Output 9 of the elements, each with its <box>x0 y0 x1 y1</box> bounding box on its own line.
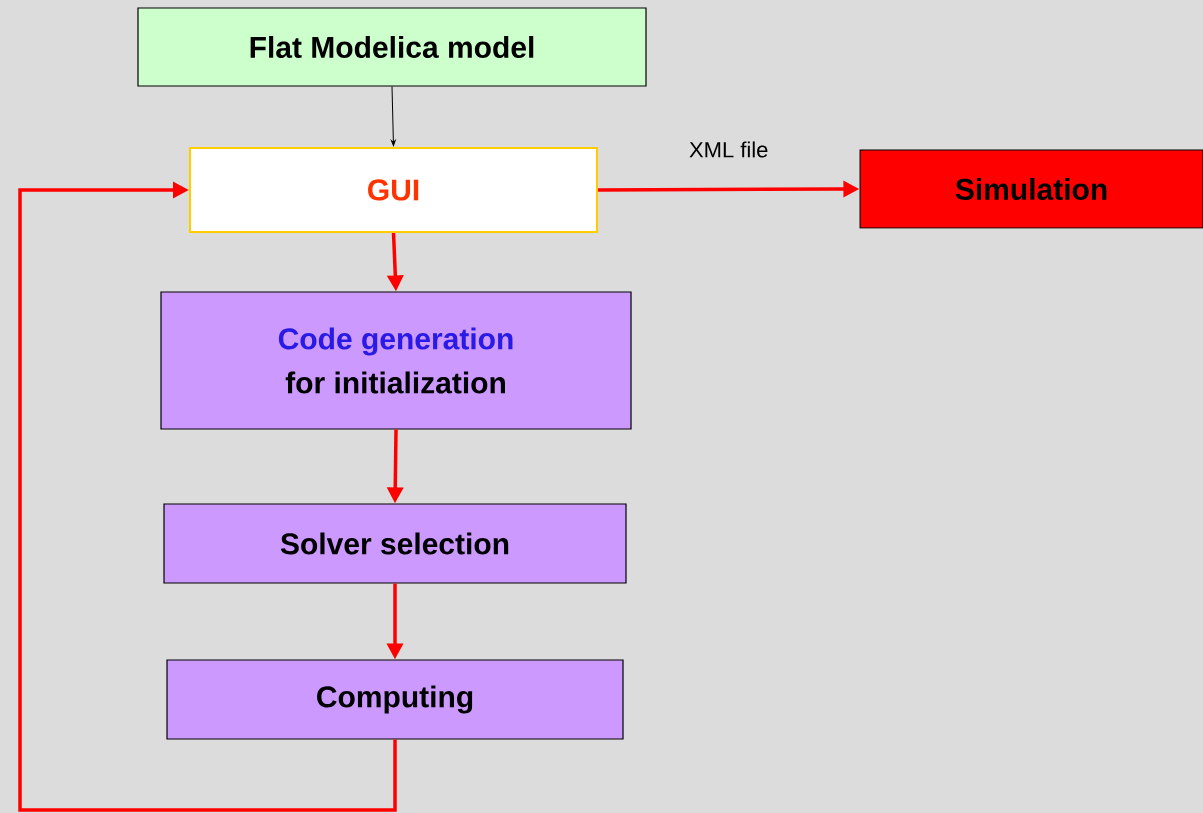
process-box: Code generation for initialization <box>160 291 632 430</box>
arrow <box>18 181 397 812</box>
process-box: Simulation <box>859 149 1203 229</box>
process-box: GUI <box>189 147 598 233</box>
process-box: Flat Modelica model <box>137 7 647 87</box>
edge-label: XML file <box>687 140 770 159</box>
arrow <box>390 86 396 147</box>
process-box: Solver selection <box>163 503 627 584</box>
process-box: Computing <box>166 659 624 740</box>
